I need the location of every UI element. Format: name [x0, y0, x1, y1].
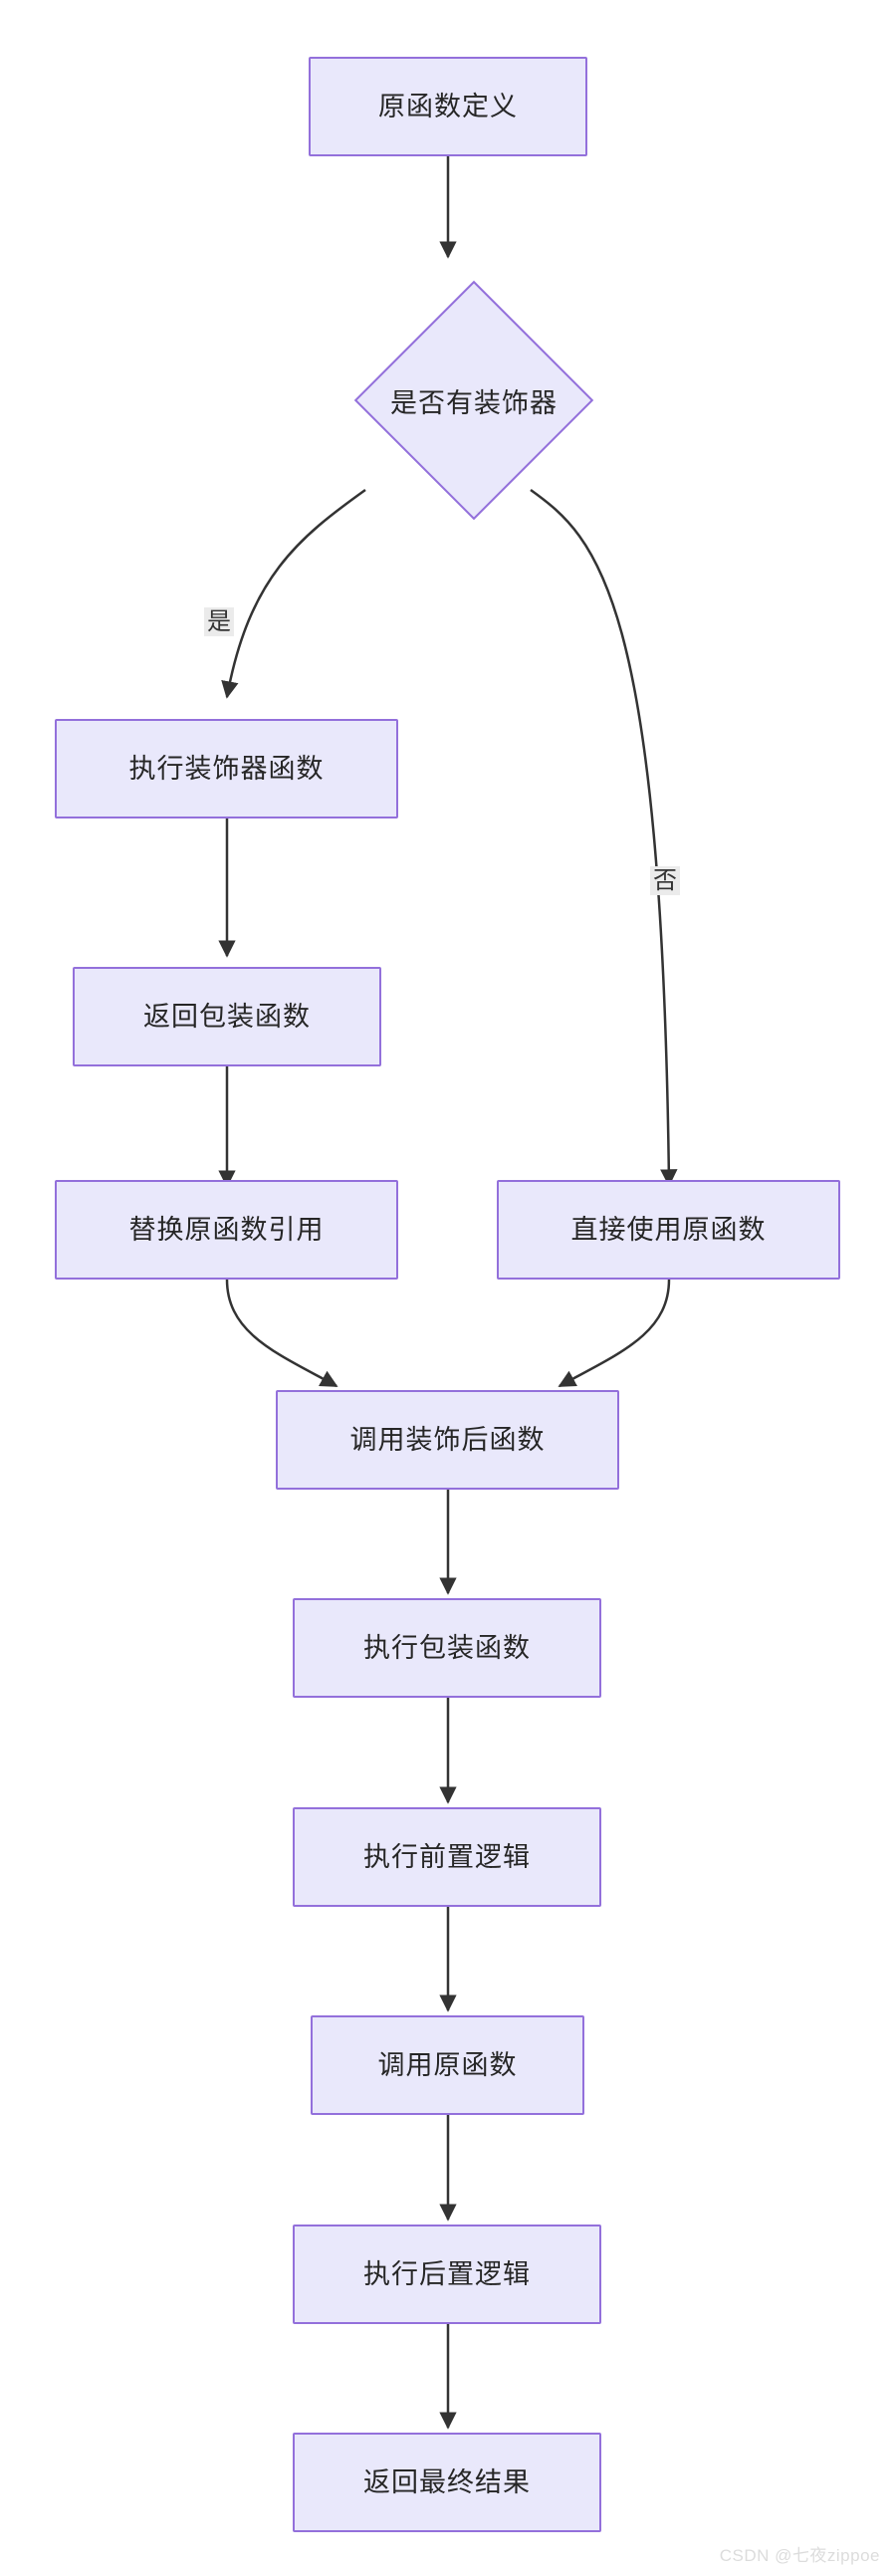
- edge-n6-n7: [558, 1279, 671, 1388]
- node-label: 直接使用原函数: [570, 1214, 767, 1245]
- node-label-has-decorator: 是否有装饰器: [299, 375, 649, 425]
- node-execute-decorator-function[interactable]: 执行装饰器函数: [55, 719, 398, 819]
- node-call-decorated-function[interactable]: 调用装饰后函数: [276, 1390, 619, 1490]
- node-label: 返回最终结果: [363, 2466, 531, 2497]
- node-label: 执行装饰器函数: [128, 753, 325, 784]
- node-call-original-function[interactable]: 调用原函数: [311, 2015, 584, 2115]
- node-execute-pre-logic[interactable]: 执行前置逻辑: [293, 1807, 601, 1907]
- node-label: 执行包装函数: [363, 1632, 531, 1663]
- node-return-wrapper-function[interactable]: 返回包装函数: [73, 967, 381, 1066]
- edge-n5-n7: [225, 1279, 338, 1388]
- node-return-final-result[interactable]: 返回最终结果: [293, 2433, 601, 2532]
- node-replace-original-reference[interactable]: 替换原函数引用: [55, 1180, 398, 1280]
- watermark: CSDN @七夜zippoe: [719, 2546, 880, 2565]
- node-label: 原函数定义: [378, 91, 518, 121]
- edge-label-text: 否: [653, 867, 677, 894]
- node-use-original-function-directly[interactable]: 直接使用原函数: [497, 1180, 840, 1280]
- edge-label-no: 否: [650, 866, 680, 896]
- node-label: 执行前置逻辑: [363, 1841, 531, 1872]
- edge-n2-n6: [530, 488, 678, 1187]
- node-label: 执行后置逻辑: [363, 2258, 531, 2289]
- node-label: 返回包装函数: [143, 1001, 311, 1032]
- edge-label-yes: 是: [204, 607, 234, 637]
- node-label: 调用原函数: [377, 2049, 518, 2080]
- node-execute-post-logic[interactable]: 执行后置逻辑: [293, 2225, 601, 2324]
- edge-label-text: 是: [207, 608, 231, 635]
- node-original-function-definition[interactable]: 原函数定义: [309, 57, 587, 156]
- node-label: 调用装饰后函数: [349, 1424, 546, 1455]
- edge-n2-n3: [221, 488, 366, 699]
- node-label: 是否有装饰器: [390, 387, 558, 418]
- node-execute-wrapper-function[interactable]: 执行包装函数: [293, 1598, 601, 1698]
- node-label: 替换原函数引用: [128, 1214, 325, 1245]
